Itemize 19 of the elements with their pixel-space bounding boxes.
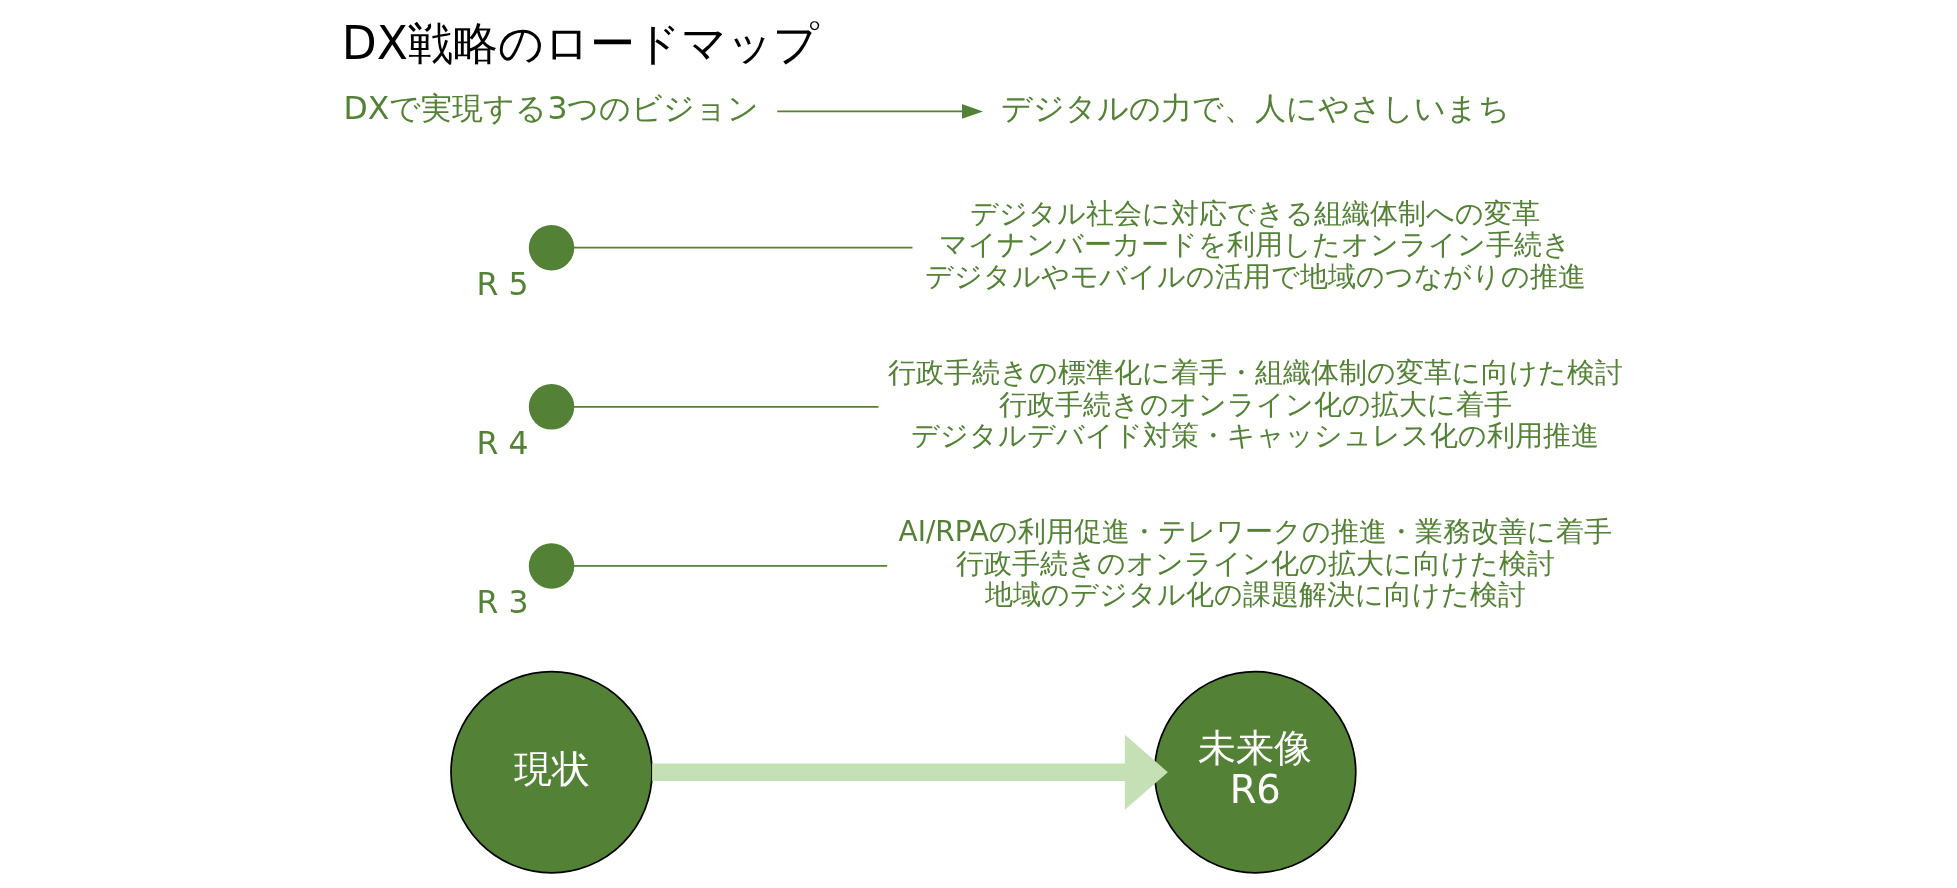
arrow [775,104,983,119]
connector [572,246,913,249]
arrow [651,734,1168,810]
connector [572,565,888,567]
node-circle [528,543,574,589]
node-circle: 未来像 R6 [1153,670,1357,874]
node-text: AI/RPAの利用促進・テレワークの推進・業務改善に着手 行政手続きのオンライン化の拡大に向けた検討 地域のデジタル化の課題解決に向けた検討 [898,515,1612,612]
node-circle [528,225,574,271]
node-text: DXで実現する3つのビジョン [343,90,759,127]
connector [572,405,879,408]
diagram-title: DX戦略のロードマップ [341,16,819,70]
node-text: 行政手続きの標準化に着手・組織体制の変革に向けた検討 行政手続きのオンライン化の拡大に着手 デジタルデバイド対策・キャッシュレス化の利用推進 [887,356,1623,452]
node-label: R 4 [476,424,529,461]
node-label: R 3 [476,583,529,620]
node-circle [528,384,574,430]
node-label: R 5 [476,265,529,302]
node-circle: 現状 [449,670,653,874]
node-text: デジタルの力で、人にやさしいまち [1000,90,1510,127]
node-text: デジタル社会に対応できる組織体制への変革 マイナンバーカードを利用したオンライン手続き デジタルやモバイルの活用で地域のつながりの推進 [924,196,1586,293]
